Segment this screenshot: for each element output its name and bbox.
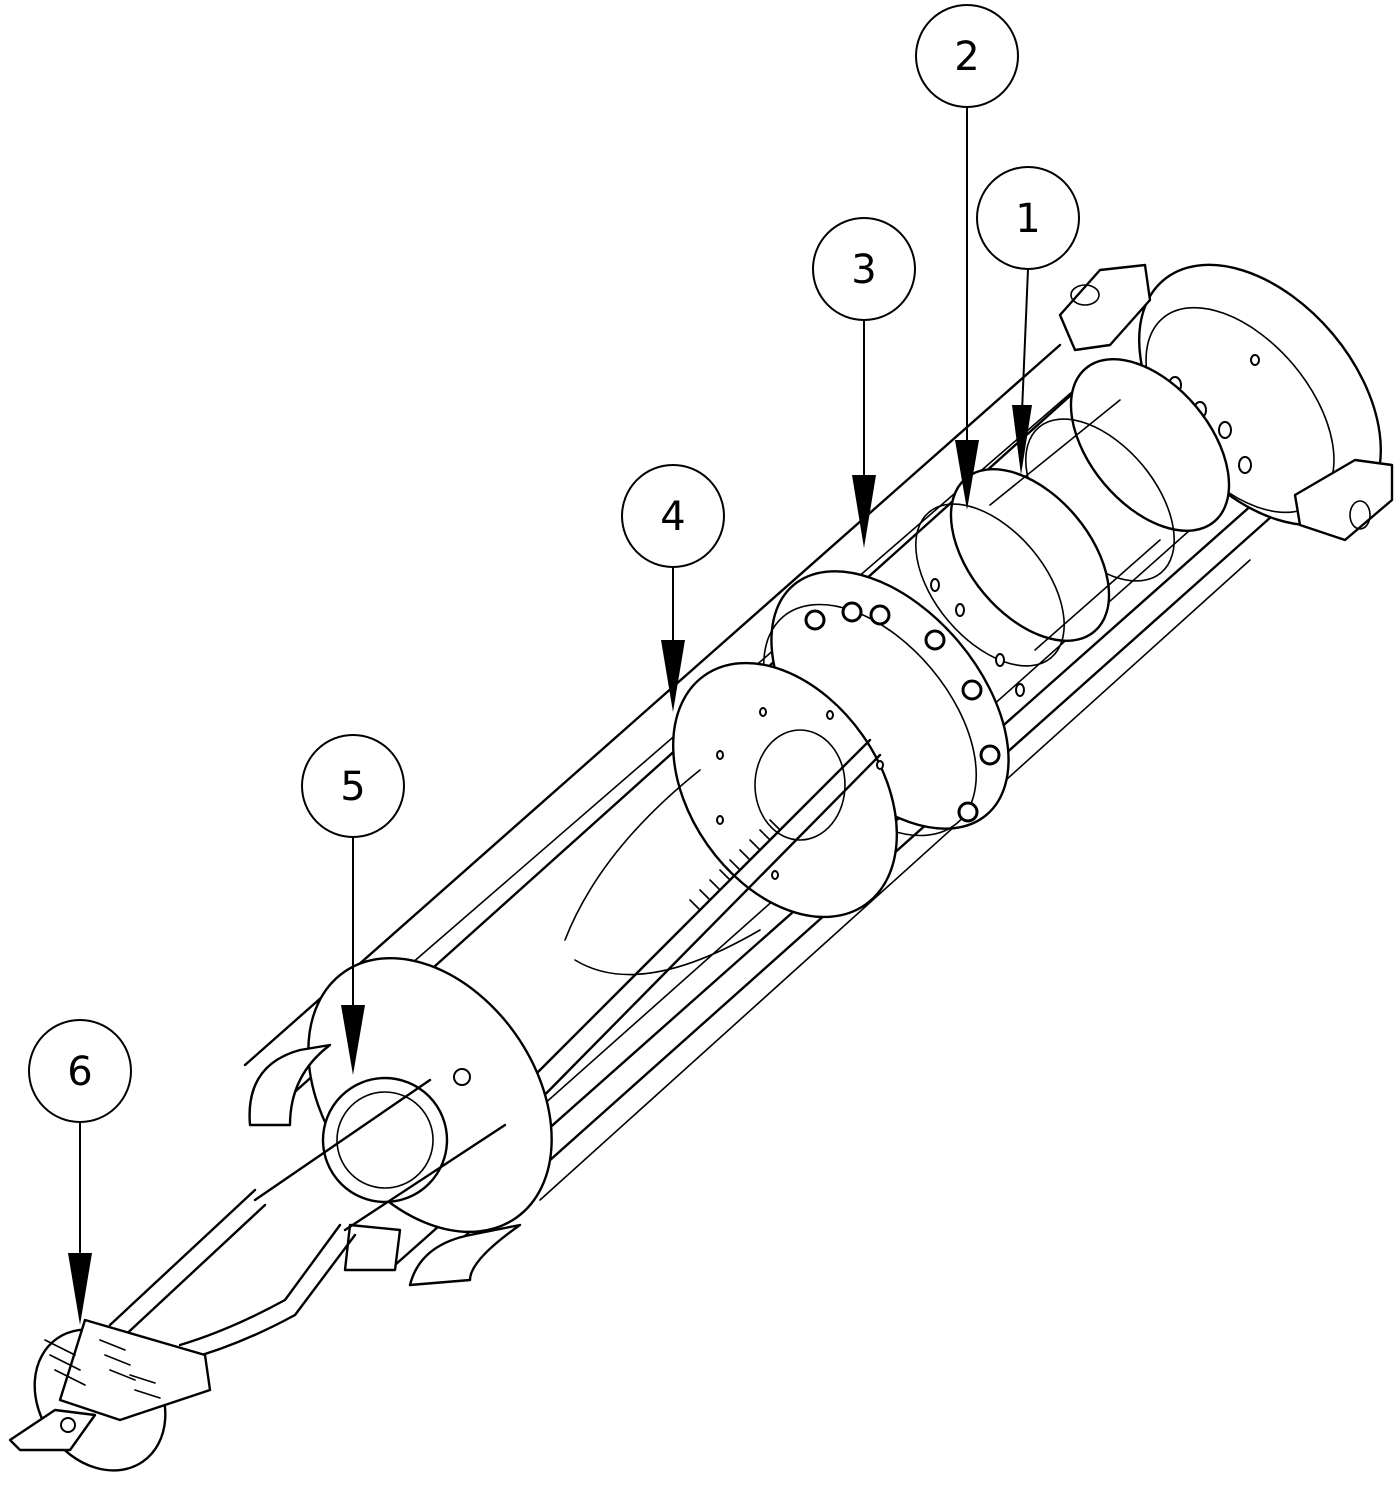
callout-6-label: 6 — [67, 1049, 92, 1095]
inner-drive-section — [915, 358, 1231, 697]
inner-barrel — [498, 661, 899, 1127]
callout-6: 6 — [28, 1019, 132, 1325]
callout-1-arrowhead — [1012, 405, 1032, 475]
callout-6-arrowhead — [68, 1253, 92, 1325]
callout-3-arrowhead — [852, 475, 876, 548]
callout-1-label: 1 — [1015, 196, 1040, 242]
front-housing — [248, 956, 553, 1287]
gripper-tip — [8, 1188, 357, 1472]
callout-4-arrowhead — [661, 640, 685, 712]
callout-1-leader — [1021, 268, 1029, 413]
callout-5-arrowhead — [341, 1005, 365, 1075]
callout-1: 1 — [976, 166, 1080, 475]
callout-3-label: 3 — [851, 247, 876, 293]
callout-2: 2 — [915, 4, 1019, 510]
callout-3: 3 — [812, 217, 916, 548]
callout-5: 5 — [301, 734, 405, 1075]
callout-4: 4 — [621, 464, 725, 712]
callout-2-arrowhead — [955, 440, 979, 510]
callout-4-label: 4 — [660, 494, 685, 540]
callout-5-label: 5 — [340, 764, 365, 810]
callout-2-label: 2 — [954, 34, 979, 80]
